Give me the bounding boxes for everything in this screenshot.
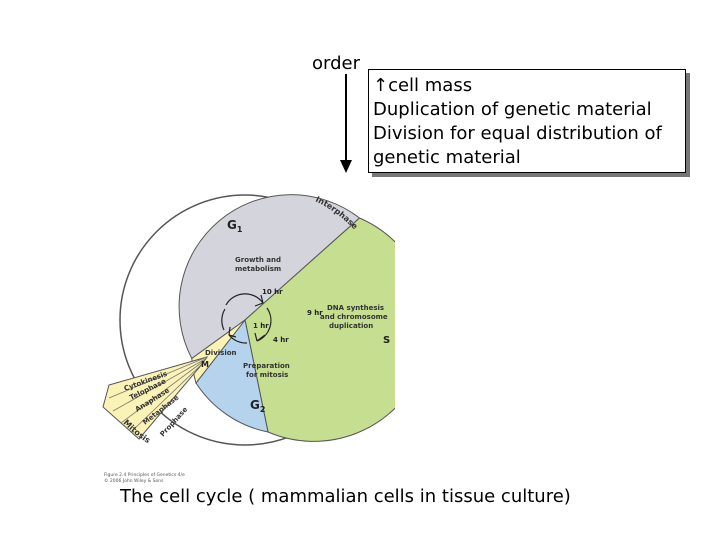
figure-caption: The cell cycle ( mammalian cells in tiss… (120, 486, 571, 507)
g1-duration: 10 hr (262, 288, 283, 296)
cell-cycle-diagram: Interphase Mitosis G1 S G2 M Growth and … (102, 194, 395, 446)
m-duration-arrow (221, 308, 226, 331)
fan-divider (130, 361, 205, 433)
fan-divider (108, 356, 208, 399)
g1-description-line: Growth and (235, 256, 281, 264)
arrow-head (254, 294, 264, 307)
g2-wedge (195, 318, 269, 433)
figure-credit: Figure 2.4 Principles of Genetics 4/e © … (104, 473, 185, 485)
s-description-line: and chromosome (320, 313, 388, 321)
division-label: Division (205, 349, 237, 357)
info-line-duplication: Duplication of genetic material (373, 99, 652, 120)
s-phase-wedge (244, 217, 395, 442)
figure-credit-line: Figure 2.4 Principles of Genetics 4/e (104, 473, 185, 478)
info-line-division: Division for equal distribution of (373, 123, 662, 144)
g1-wedge (178, 194, 361, 360)
fan-divider (120, 359, 206, 424)
s-duration-arrow (256, 307, 272, 342)
s-description-line: DNA synthesis (327, 304, 384, 312)
s-description-line: duplication (329, 322, 373, 330)
fan-divider (112, 357, 208, 412)
m-duration: 1 hr (253, 322, 269, 330)
g2-description-line: for mitosis (246, 371, 288, 379)
m-label: M (201, 360, 209, 369)
g2-description-line: Preparation (243, 362, 290, 370)
info-line-cell-mass: ↑cell mass (373, 75, 473, 96)
info-line-genetic-material: genetic material (373, 147, 521, 168)
g2-label: G2 (250, 398, 265, 414)
s-duration: 9 hr (307, 309, 323, 317)
g1-description-line: metabolism (235, 265, 281, 273)
arrow-head (228, 326, 237, 338)
g2-duration: 4 hr (273, 336, 289, 344)
arrow-head (254, 332, 266, 342)
figure-credit-line: © 2006 John Wiley & Sons (104, 479, 164, 484)
g1-duration-arrow (225, 293, 264, 306)
s-label: S (383, 335, 390, 346)
order-label: order (312, 53, 360, 74)
g1-label: G1 (227, 218, 243, 234)
downward-arrow-icon (340, 74, 352, 173)
cell-cycle-summary-box: ↑cell mass Duplication of genetic materi… (368, 69, 686, 173)
